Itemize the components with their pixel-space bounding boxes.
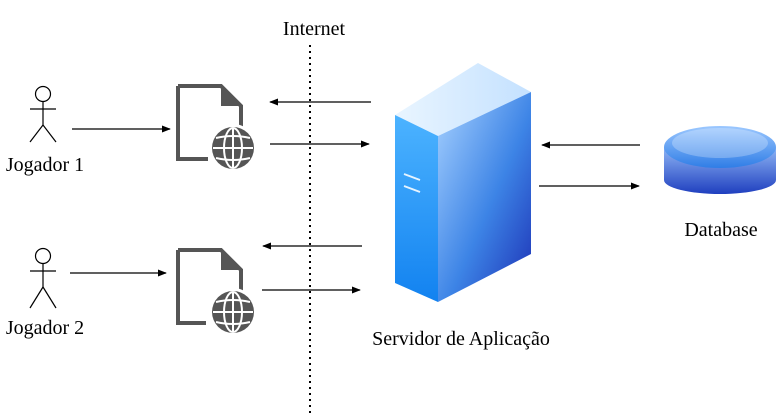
player-2-label: Jogador 2: [6, 317, 84, 339]
web-page-icon: [176, 84, 257, 172]
database-label: Database: [684, 219, 757, 241]
person-icon: [29, 247, 57, 309]
server-icon: [395, 63, 531, 302]
internet-label: Internet: [283, 18, 346, 40]
player-1-label: Jogador 1: [6, 154, 84, 176]
globe-icon: [209, 124, 257, 172]
globe-icon: [209, 288, 257, 336]
web-page-icon: [176, 248, 257, 336]
database-icon: [664, 126, 776, 194]
person-icon: [29, 85, 57, 143]
server-label: Servidor de Aplicação: [372, 328, 550, 350]
